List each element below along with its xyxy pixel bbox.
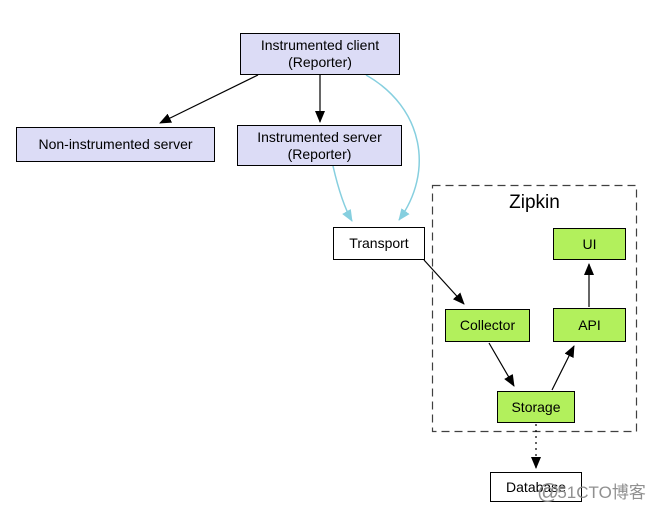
node-instrumented-server: Instrumented server (Reporter)	[237, 125, 402, 166]
edge-client-to-noninstrumented-server	[159, 74, 259, 124]
node-api: API	[553, 308, 626, 342]
node-collector: Collector	[445, 309, 530, 342]
zipkin-cluster-border	[431, 184, 638, 433]
edge-transport-to-collector	[423, 259, 465, 305]
node-instrumented-client: Instrumented client (Reporter)	[240, 33, 400, 75]
node-storage-label: Storage	[511, 398, 561, 415]
edge-storage-to-api	[551, 345, 575, 391]
edge-collector-to-storage	[488, 342, 515, 387]
node-instrumented-server-sublabel: (Reporter)	[287, 145, 352, 162]
node-ui: UI	[553, 228, 626, 260]
node-instrumented-client-label: Instrumented client	[260, 37, 380, 54]
node-database: Database	[490, 472, 582, 502]
node-transport: Transport	[333, 227, 425, 260]
node-non-instrumented-server: Non-instrumented server	[16, 127, 215, 162]
node-collector-label: Collector	[459, 317, 516, 334]
node-api-label: API	[578, 316, 601, 333]
node-storage: Storage	[497, 391, 575, 423]
node-database-label: Database	[506, 478, 566, 495]
node-instrumented-server-label: Instrumented server	[257, 128, 382, 145]
node-instrumented-client-sublabel: (Reporter)	[288, 54, 352, 70]
node-ui-label: UI	[582, 235, 597, 252]
edge-server-to-transport	[332, 165, 353, 222]
edge-client-to-transport	[365, 74, 420, 221]
node-non-instrumented-server-label: Non-instrumented server	[38, 136, 193, 153]
zipkin-cluster-label: Zipkin	[509, 192, 560, 213]
node-transport-label: Transport	[349, 235, 409, 252]
